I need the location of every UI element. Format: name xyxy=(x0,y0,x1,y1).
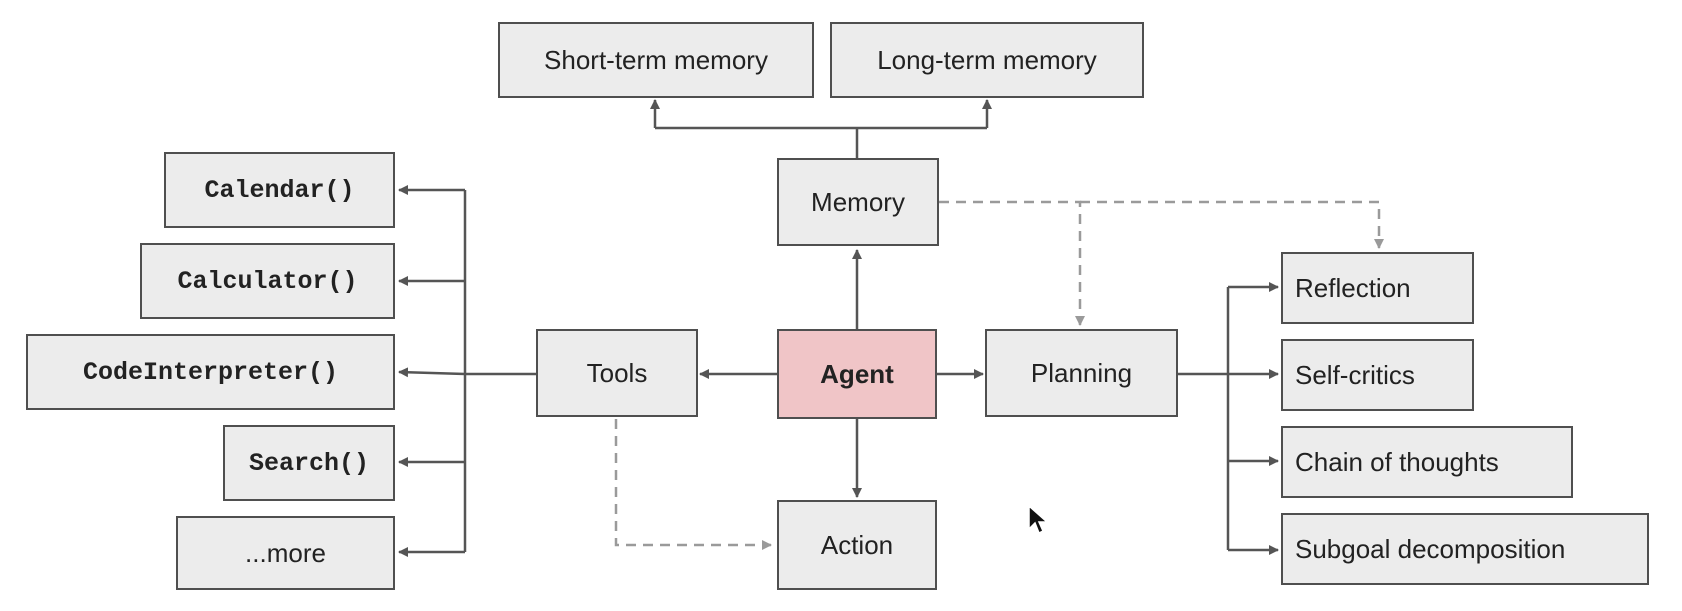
subgoal-decomposition-label: Subgoal decomposition xyxy=(1295,533,1566,564)
memory-to-memory-types-connector xyxy=(655,126,987,158)
calendar-tool-label: Calendar() xyxy=(204,175,355,205)
calculator-tool-label: Calculator() xyxy=(177,266,358,296)
more-tools-box: ...more xyxy=(176,516,395,590)
reflection-label: Reflection xyxy=(1295,272,1411,303)
agent-box: Agent xyxy=(777,329,937,419)
long-term-memory-box: Long-term memory xyxy=(830,22,1144,98)
planning-box: Planning xyxy=(985,329,1178,417)
chain-of-thoughts-label: Chain of thoughts xyxy=(1295,446,1499,477)
short-term-memory-label: Short-term memory xyxy=(544,44,768,75)
self-critics-label: Self-critics xyxy=(1295,359,1415,390)
action-label: Action xyxy=(820,529,894,560)
chain-of-thoughts-box: Chain of thoughts xyxy=(1281,426,1573,498)
arrow-to-code-interpreter xyxy=(398,367,466,378)
self-critics-box: Self-critics xyxy=(1281,339,1474,411)
tools-label: Tools xyxy=(586,357,648,388)
more-tools-label: ...more xyxy=(245,537,326,568)
code-interpreter-tool-label: CodeInterpreter() xyxy=(82,357,339,387)
memory-box: Memory xyxy=(777,158,939,246)
search-tool-box: Search() xyxy=(223,425,395,501)
planning-bus-connector xyxy=(1178,287,1230,550)
agent-label: Agent xyxy=(820,358,894,389)
reflection-box: Reflection xyxy=(1281,252,1474,324)
long-term-memory-label: Long-term memory xyxy=(877,44,1097,75)
dashed-memory-to-reflection xyxy=(1080,200,1384,249)
action-box: Action xyxy=(777,500,937,590)
tools-box: Tools xyxy=(536,329,698,417)
dashed-memory-to-planning xyxy=(939,200,1085,326)
planning-label: Planning xyxy=(1030,357,1133,388)
calculator-tool-box: Calculator() xyxy=(140,243,395,319)
memory-label: Memory xyxy=(811,186,905,217)
tools-bus-connector xyxy=(463,190,536,552)
calendar-tool-box: Calendar() xyxy=(164,152,395,228)
mouse-cursor-icon xyxy=(1028,505,1048,535)
subgoal-decomposition-box: Subgoal decomposition xyxy=(1281,513,1649,585)
code-interpreter-tool-box: CodeInterpreter() xyxy=(26,334,395,410)
dashed-tools-to-action xyxy=(614,419,772,550)
search-tool-label: Search() xyxy=(248,448,370,478)
short-term-memory-box: Short-term memory xyxy=(498,22,814,98)
